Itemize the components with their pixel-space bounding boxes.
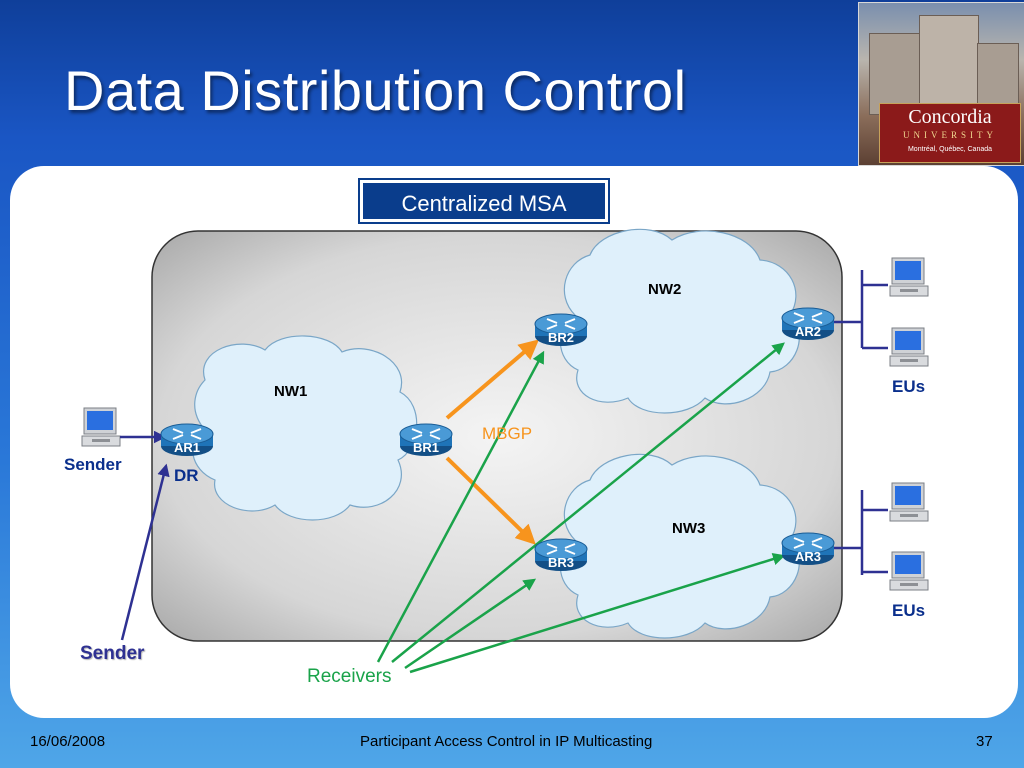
university-logo: Concordia UNIVERSITY Montréal, Québec, C…: [858, 2, 1024, 166]
sender-label-top: Sender: [64, 455, 122, 474]
router-ar3-label: AR3: [794, 549, 821, 564]
nw1-label: NW1: [274, 383, 308, 400]
footer-date: 16/06/2008: [30, 733, 106, 750]
router-br3-label: BR3: [547, 555, 574, 570]
receivers-label: Receivers: [307, 666, 392, 687]
logo-city: Montréal, Québec, Canada: [907, 146, 993, 153]
mbgp-arrow-br3: [445, 456, 536, 545]
logo-building-center: [919, 15, 979, 117]
logo-name: Concordia: [908, 106, 992, 128]
receiver-arrow-ar3: [409, 553, 786, 674]
logo-university: UNIVERSITY: [903, 130, 997, 140]
receiver-arrow-br2: [376, 350, 545, 663]
logo-building-left: [869, 33, 921, 115]
logo-nameplate: Concordia UNIVERSITY Montréal, Québec, C…: [879, 103, 1021, 163]
router-ar1-label: AR1: [173, 440, 200, 455]
router-ar2-label: AR2: [794, 324, 821, 339]
eu-computer-icon: [889, 327, 929, 367]
sender-computer-icon: [81, 407, 121, 447]
footer-title: Participant Access Control in IP Multica…: [360, 733, 653, 750]
eus-label-bottom: EUs: [892, 601, 926, 620]
nw2-label: NW2: [648, 281, 682, 298]
mbgp-label: MBGP: [482, 424, 533, 443]
receiver-arrow-br3: [404, 578, 537, 670]
centralized-msa-badge: Centralized MSA: [360, 180, 608, 222]
sender-label-bottom: Sender: [80, 643, 145, 664]
router-br2-label: BR2: [547, 330, 574, 345]
receiver-arrow-ar2: [391, 342, 785, 663]
page-number: 37: [976, 733, 993, 750]
router-br1-label: BR1: [412, 440, 439, 455]
mbgp-arrow-br2: [445, 339, 540, 420]
eus-label-top: EUs: [892, 377, 926, 396]
dr-label: DR: [174, 466, 199, 485]
eu-computer-icon: [889, 482, 929, 522]
sender-arrow-bottom: [120, 463, 170, 641]
nw1-cloud: [192, 335, 418, 521]
eu-computer-icon: [889, 257, 929, 297]
nw3-label: NW3: [672, 520, 706, 537]
slide-title: Data Distribution Control: [64, 59, 687, 122]
eu-computer-icon: [889, 551, 929, 591]
